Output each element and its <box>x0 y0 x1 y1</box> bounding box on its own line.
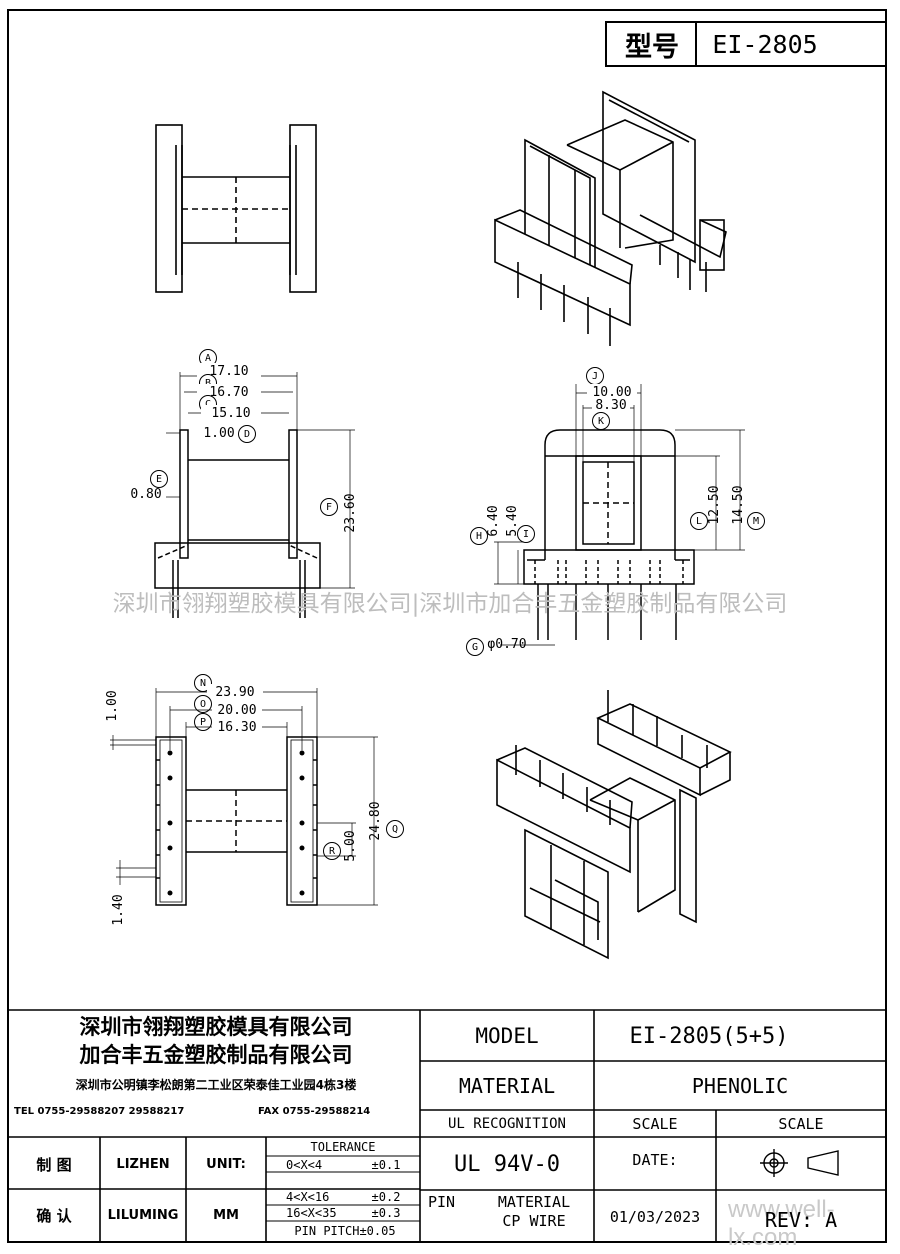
dim-q-value: 24.80 <box>367 801 383 841</box>
outer-frame <box>7 9 887 1243</box>
dim-pitch-bottom: 1.40 <box>110 894 126 926</box>
date-value: 01/03/2023 <box>609 1208 701 1226</box>
checked-value: LILUMING <box>107 1207 179 1223</box>
dim-j-tag: J <box>586 367 604 385</box>
dim-p-value: 16.30 <box>212 719 262 735</box>
drawn-label: 制 图 <box>36 1155 72 1174</box>
front-view-right <box>523 429 695 640</box>
dim-h-tag: H <box>470 527 488 545</box>
tolerance-value-3: ±0.3 <box>371 1206 401 1220</box>
front-view-right-dims <box>494 384 745 646</box>
dim-g-tag: G <box>466 638 484 656</box>
model-header-value: EI-2805 <box>712 29 818 59</box>
dim-f-value: 23.60 <box>342 493 358 533</box>
revision: REV: A <box>764 1208 838 1232</box>
tolerance-value-2: ±0.2 <box>371 1190 401 1204</box>
dim-l-tag: L <box>690 512 708 530</box>
dim-e-value: 0.80 <box>130 486 162 502</box>
tolerance-range-1: 0<X<4 <box>286 1157 323 1172</box>
tolerance-range-3: 16<X<35 <box>286 1206 337 1220</box>
side-view-top <box>155 124 317 293</box>
site-watermark: www.well-lx.com <box>728 1196 835 1251</box>
model-header-label: 型号 <box>625 31 679 63</box>
dim-n-value: 23.90 <box>207 684 263 700</box>
company-name-1: 深圳市翎翔塑胶模具有限公司 <box>79 1015 353 1039</box>
tolerance-title: TOLERANCE <box>310 1140 376 1154</box>
company-tel: TEL 0755-29588207 29588217 <box>14 1105 185 1117</box>
dim-r-value: 5.00 <box>342 830 358 862</box>
dim-m-value: 14.50 <box>730 485 746 525</box>
dim-d-value: 1.00 <box>203 425 235 441</box>
date-label: DATE: <box>632 1151 678 1169</box>
dim-d-tag: D <box>238 425 256 443</box>
top-view-pins <box>167 750 305 896</box>
dim-q-tag: Q <box>386 820 404 838</box>
pin-material-label: MATERIAL <box>497 1193 571 1211</box>
company-address: 深圳市公明镇李松朗第二工业区荣泰佳工业园4栋3楼 <box>75 1077 357 1092</box>
tolerance-range-2: 4<X<16 <box>286 1190 330 1204</box>
dim-o-value: 20.00 <box>212 702 262 718</box>
dim-m-tag: M <box>747 512 765 530</box>
dim-r-tag: R <box>323 842 341 860</box>
pin-pitch-tolerance: PIN PITCH±0.05 <box>294 1223 396 1238</box>
dim-p-tag: P <box>194 713 212 731</box>
tolerance-value-1: ±0.1 <box>371 1157 401 1172</box>
model-value: EI-2805(5+5) <box>629 1023 789 1049</box>
dim-f-tag: F <box>320 498 338 516</box>
dim-g-value: φ0.70 <box>487 636 527 652</box>
ul-value: UL 94V-0 <box>454 1151 560 1177</box>
projection-symbol-icon <box>760 1149 839 1177</box>
dim-pitch-top: 1.00 <box>104 690 120 722</box>
model-header-box <box>605 21 887 67</box>
checked-label: 确 认 <box>36 1206 72 1225</box>
drawn-value: LIZHEN <box>116 1156 170 1172</box>
ul-label: UL RECOGNITION <box>447 1116 566 1132</box>
pin-material-value: CP WIRE <box>502 1212 566 1230</box>
dim-i-tag: I <box>517 525 535 543</box>
dim-e-tag: E <box>150 470 168 488</box>
material-value: PHENOLIC <box>691 1074 789 1098</box>
dim-k-tag: K <box>592 412 610 430</box>
company-fax: FAX 0755-29588214 <box>258 1105 371 1117</box>
unit-value: MM <box>213 1207 239 1223</box>
isometric-view-top <box>494 90 727 346</box>
title-block-grid <box>8 1009 886 1242</box>
dim-n-tag: N <box>194 674 212 692</box>
scale-label-1: SCALE <box>632 1115 678 1133</box>
dim-l-value: 12.50 <box>706 485 722 525</box>
dim-j-value: 10.00 <box>587 384 637 400</box>
front-view-left <box>154 429 321 618</box>
pin-label: PIN <box>428 1193 456 1211</box>
material-label: MATERIAL <box>458 1074 556 1098</box>
company-watermark: 深圳市翎翔塑胶模具有限公司|深圳市加合丰五金塑胶制品有限公司 <box>112 591 788 617</box>
dim-c-value: 15.10 <box>201 405 261 421</box>
unit-label: UNIT: <box>206 1156 246 1172</box>
dim-o-tag: O <box>194 695 212 713</box>
top-view <box>155 736 318 906</box>
dim-k-value: 8.30 <box>592 397 630 413</box>
isometric-view-bottom <box>496 690 732 960</box>
company-name-2: 加合丰五金塑胶制品有限公司 <box>79 1043 353 1067</box>
dim-h-value: 6.40 <box>485 505 501 537</box>
scale-label-2: SCALE <box>778 1115 824 1133</box>
model-label: MODEL <box>475 1024 539 1048</box>
